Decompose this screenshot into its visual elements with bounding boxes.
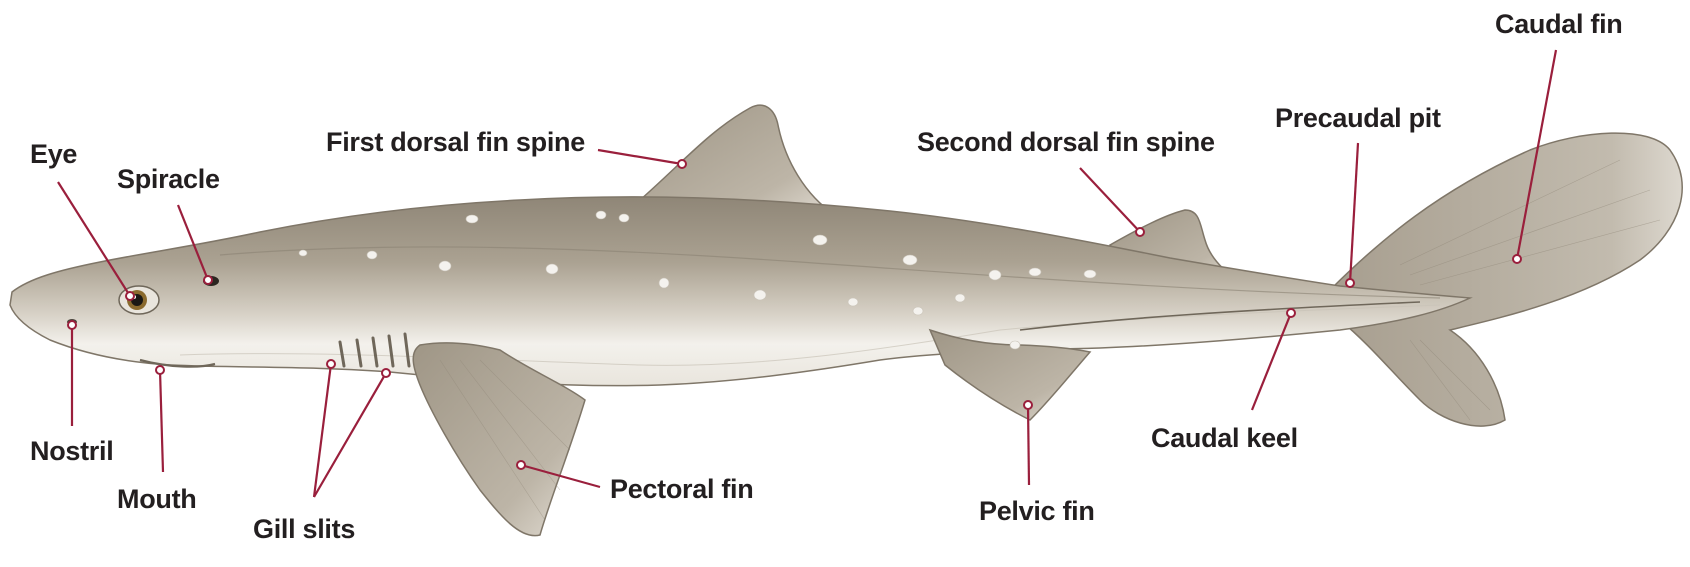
label-first-dorsal-fin-spine: First dorsal fin spine — [326, 127, 585, 157]
label-spiracle: Spiracle — [117, 164, 220, 194]
mouth-leader-dot — [156, 366, 164, 374]
label-caudal-fin: Caudal fin — [1495, 9, 1623, 39]
label-eye: Eye — [30, 139, 77, 169]
eye-leader-dot — [126, 292, 134, 300]
label-caudal-keel: Caudal keel — [1151, 423, 1298, 453]
label-pectoral-fin: Pectoral fin — [610, 474, 753, 504]
precaudal-pit-leader — [1350, 143, 1358, 283]
gill-slits-leader-1 — [314, 364, 331, 497]
label-second-dorsal-fin-spine: Second dorsal fin spine — [917, 127, 1215, 157]
second-dorsal-fin-spine-leader-dot — [1136, 228, 1144, 236]
label-nostril: Nostril — [30, 436, 113, 466]
pelvic-fin-leader — [1028, 405, 1029, 485]
nostril-leader-dot — [68, 321, 76, 329]
first-dorsal-fin-spine-leader-dot — [678, 160, 686, 168]
second-dorsal-fin-spine-leader — [1080, 168, 1140, 232]
label-gill-slits: Gill slits — [253, 514, 355, 544]
spiracle-leader-dot — [204, 276, 212, 284]
gill-slits-leader-2 — [314, 373, 386, 497]
gill-slits-leader-dot-1 — [327, 360, 335, 368]
first-dorsal-fin-spine-leader — [598, 150, 682, 164]
pelvic-fin-leader-dot — [1024, 401, 1032, 409]
caudal-fin-leader-dot — [1513, 255, 1521, 263]
precaudal-pit-leader-dot — [1346, 279, 1354, 287]
caudal-keel-leader-dot — [1287, 309, 1295, 317]
label-pelvic-fin: Pelvic fin — [979, 496, 1095, 526]
label-precaudal-pit: Precaudal pit — [1275, 103, 1441, 133]
pectoral-fin-leader-dot — [517, 461, 525, 469]
caudal-fin-shape — [1330, 133, 1682, 426]
gill-slits-leader-dot-2 — [382, 369, 390, 377]
mouth-leader — [160, 370, 163, 472]
label-mouth: Mouth — [117, 484, 196, 514]
